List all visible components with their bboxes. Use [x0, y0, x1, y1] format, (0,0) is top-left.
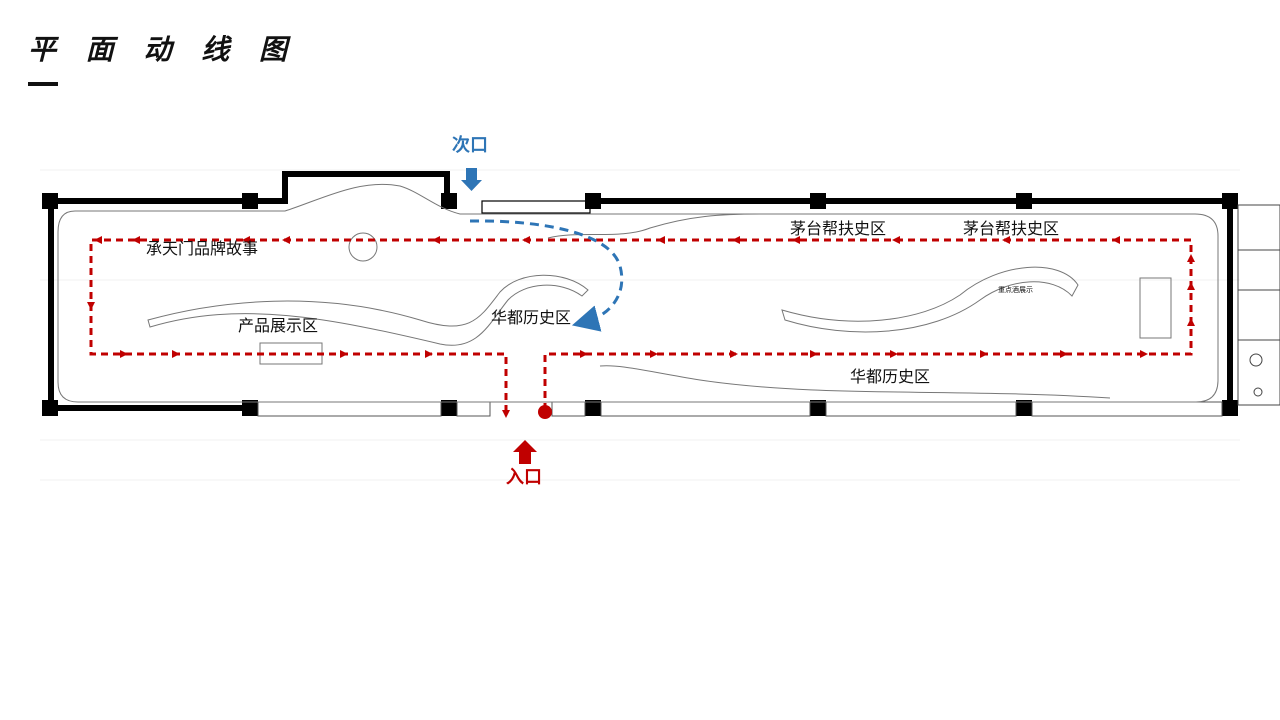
main-entrance-arrow-icon [513, 440, 537, 464]
round-display-table [348, 232, 378, 262]
main-entrance-label: 入口 [506, 467, 542, 488]
outer-walls [48, 171, 1233, 411]
background-texture [40, 169, 1240, 481]
secondary-route [469, 219, 624, 332]
display-walls [147, 213, 1111, 399]
zone-label-maotai-2: 茅台帮扶史区 [963, 219, 1059, 238]
zone-label-chengtianmen: 承天门品牌故事 [146, 239, 258, 258]
main-route-start-dot [538, 405, 552, 419]
zone-label-product: 产品展示区 [238, 316, 318, 335]
zone-label-key-wine: 重点酒展示 [998, 286, 1033, 294]
zone-label-huadu-bottom: 华都历史区 [850, 367, 930, 386]
title-underline [28, 82, 58, 86]
interior-boundary [57, 183, 1219, 403]
zone-label-maotai-1: 茅台帮扶史区 [790, 219, 886, 238]
zone-label-huadu-center: 华都历史区 [491, 308, 571, 327]
page-title: 平 面 动 线 图 [28, 33, 297, 66]
main-route-arrows [87, 236, 1195, 418]
secondary-entrance-label: 次口 [452, 134, 488, 156]
secondary-entrance-arrow-icon [461, 168, 482, 191]
bottom-glazing [257, 401, 1223, 417]
columns [42, 193, 1238, 416]
secondary-door-frame [481, 200, 591, 214]
service-room [1237, 204, 1280, 406]
key-wine-cabinet [1139, 277, 1172, 339]
